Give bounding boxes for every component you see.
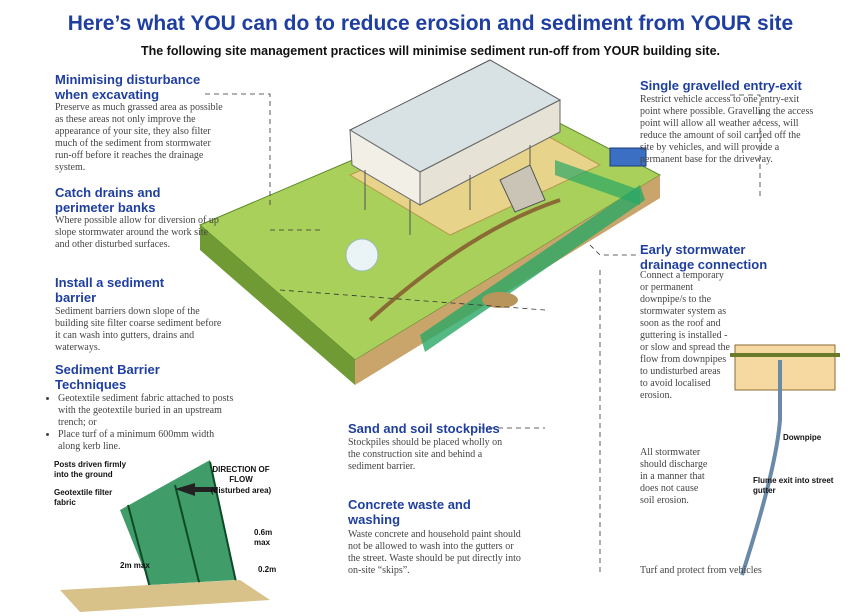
- house-drawing: [348, 59, 562, 235]
- geotextile-label: Geotextile filter fabric: [54, 488, 113, 507]
- stockpiles-heading: Sand and soil stockpiles: [348, 421, 500, 436]
- sediment-barrier-heading: Install a sediment barrier: [55, 275, 165, 305]
- leader-lines: [205, 93, 761, 572]
- turf-note: Turf and protect from vehicles: [640, 565, 762, 576]
- downpipe-label: Downpipe: [783, 433, 822, 442]
- flume-label: Flume exit into street gutter: [753, 476, 834, 495]
- concrete-body: Waste concrete and household paint shoul…: [348, 529, 521, 576]
- downpipe-inset: [730, 344, 840, 576]
- page-subtitle: The following site management practices …: [140, 44, 721, 58]
- minimising-body: Preserve as much grassed area as possibl…: [55, 102, 223, 173]
- sediment-barrier-diagram: [60, 460, 270, 612]
- stockpile: [482, 292, 518, 308]
- stormwater-body: Connect a temporary or permanent downpip…: [640, 270, 730, 401]
- techniques-list: Geotextile sediment fabric attached to p…: [48, 393, 238, 453]
- skip-bin: [609, 147, 647, 167]
- stormwater-heading: Early stormwater drainage connection: [640, 242, 768, 272]
- catch-drains-heading: Catch drains and perimeter banks: [55, 185, 161, 215]
- minimising-heading: Minimising disturbance when excavating: [55, 72, 201, 102]
- height-label: 0.6m max: [254, 528, 273, 547]
- technique-item: Geotextile sediment fabric attached to p…: [58, 393, 238, 429]
- concrete-heading: Concrete waste and washing: [348, 497, 471, 527]
- page-title: Here’s what YOU can do to reduce erosion…: [67, 12, 794, 35]
- gravel-heading: Single gravelled entry-exit: [640, 78, 802, 93]
- worker-bubble: [345, 238, 379, 272]
- sediment-fence: [420, 160, 645, 352]
- sediment-barrier-body: Sediment barriers down slope of the buil…: [55, 306, 222, 353]
- techniques-heading: Sediment Barrier Techniques: [55, 362, 160, 392]
- posts-label: Posts driven firmly into the ground: [54, 460, 127, 479]
- discharge-body: All stormwater should discharge in a man…: [640, 447, 708, 506]
- spacing-label: 2m max: [120, 561, 150, 570]
- technique-item: Place turf of a minimum 600mm width alon…: [58, 429, 238, 453]
- direction-label: DIRECTION OF FLOW: [212, 465, 270, 484]
- depth-label: 0.2m: [258, 565, 277, 574]
- direction-sub-label: (disturbed area): [210, 486, 272, 495]
- catch-drains-body: Where possible allow for diversion of up…: [55, 215, 219, 250]
- stockpiles-body: Stockpiles should be placed wholly on th…: [348, 437, 503, 472]
- gravel-body: Restrict vehicle access to one entry-exi…: [640, 94, 814, 165]
